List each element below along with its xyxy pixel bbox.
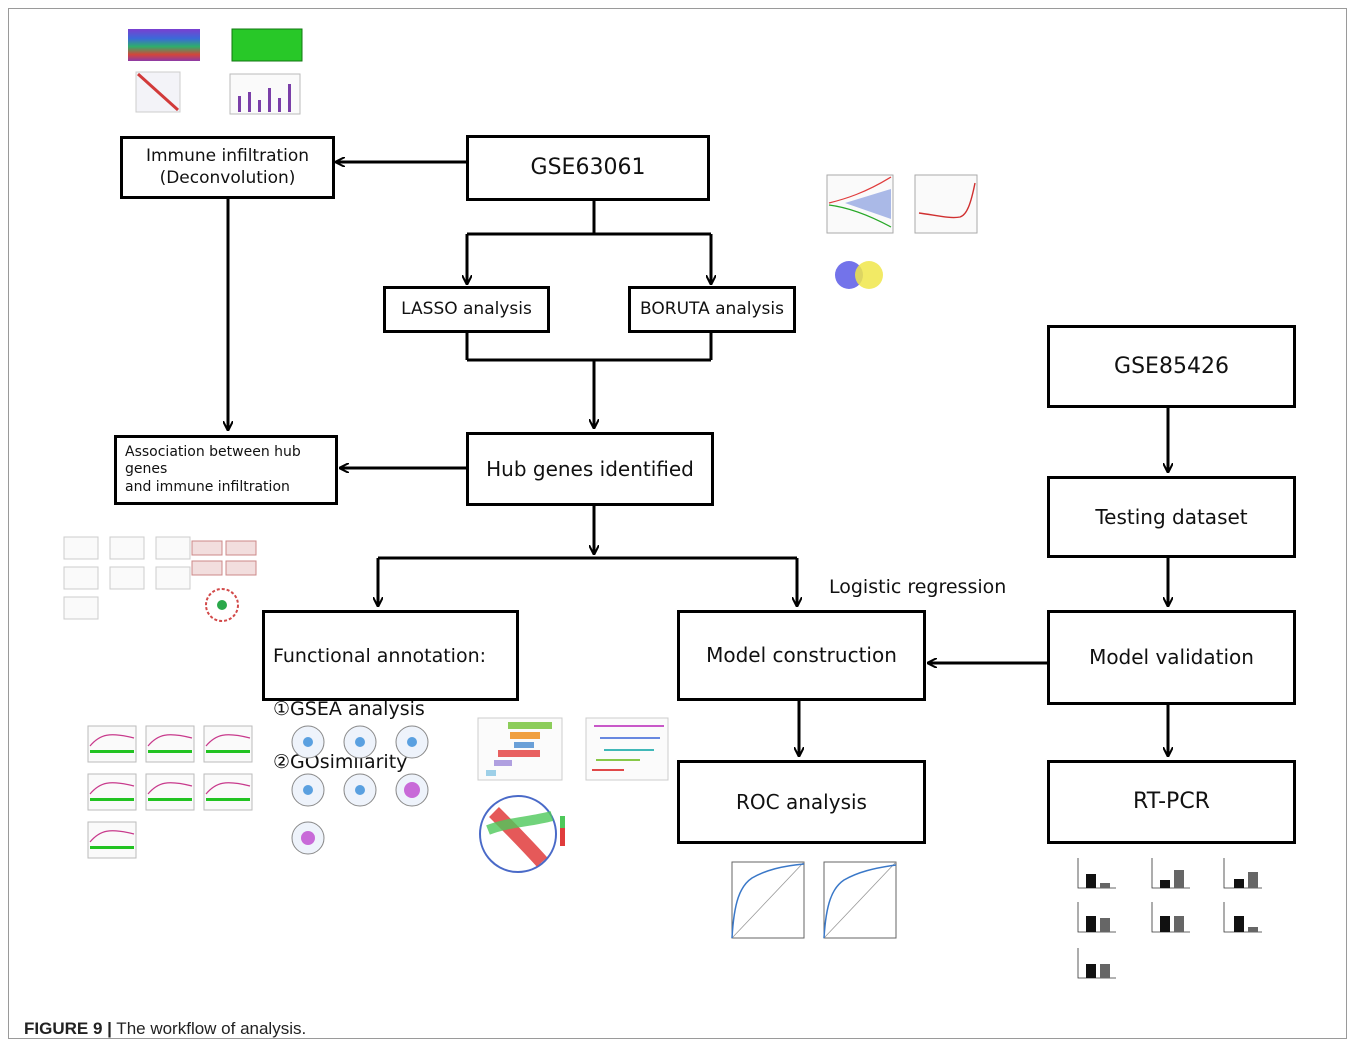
- thumbnail-gosimilarity-circles: [291, 725, 429, 855]
- node-model-validation-label: Model validation: [1089, 645, 1254, 669]
- node-roc-analysis: ROC analysis: [677, 760, 926, 844]
- functional-title: Functional annotation:: [273, 644, 487, 667]
- thumbnail-lasso-boruta: [826, 174, 978, 289]
- node-testing-label: Testing dataset: [1095, 504, 1248, 529]
- node-gse63061: GSE63061: [466, 135, 710, 201]
- node-boruta: BORUTA analysis: [628, 286, 796, 333]
- node-immune-infiltration: Immune infiltration (Deconvolution): [120, 136, 335, 199]
- thumbnail-rtpcr-bars: [1077, 858, 1262, 979]
- figure-caption-text: The workflow of analysis.: [111, 1019, 307, 1038]
- node-model-validation: Model validation: [1047, 610, 1296, 705]
- functional-item-gsea: ①GSEA analysis: [273, 697, 425, 720]
- node-lasso-label: LASSO analysis: [401, 298, 532, 319]
- node-gse63061-label: GSE63061: [530, 155, 646, 181]
- node-rt-pcr: RT-PCR: [1047, 760, 1296, 844]
- node-immune-label: Immune infiltration (Deconvolution): [145, 146, 310, 188]
- node-functional-annotation: Functional annotation: ①GSEA analysis ②G…: [262, 610, 519, 773]
- node-testing-dataset: Testing dataset: [1047, 476, 1296, 558]
- figure-frame: [8, 8, 1347, 1039]
- node-roc-label: ROC analysis: [736, 789, 867, 814]
- node-model-construction: Model construction: [677, 610, 926, 701]
- node-boruta-label: BORUTA analysis: [640, 298, 784, 319]
- figure-caption: FIGURE 9 | The workflow of analysis.: [24, 1019, 306, 1039]
- node-gse85426: GSE85426: [1047, 325, 1296, 408]
- node-hub-genes: Hub genes identified: [466, 432, 714, 506]
- node-lasso: LASSO analysis: [383, 286, 550, 333]
- node-association: Association between hub genes and immune…: [114, 435, 338, 505]
- thumbnail-roc-curves: [731, 861, 897, 939]
- node-rtpcr-label: RT-PCR: [1133, 789, 1210, 815]
- thumbnail-immune-heatmaps: [128, 28, 303, 115]
- figure-caption-label: FIGURE 9 |: [24, 1019, 112, 1038]
- thumbnail-gsea-panels: [87, 725, 253, 859]
- thumbnail-association-plots: [63, 536, 257, 622]
- node-model-construction-label: Model construction: [706, 643, 897, 667]
- thumbnail-go-bar-chord: [477, 717, 669, 873]
- node-hub-label: Hub genes identified: [486, 456, 694, 481]
- node-association-label: Association between hub genes and immune…: [125, 443, 301, 495]
- node-gse85426-label: GSE85426: [1114, 353, 1229, 379]
- edge-label-logistic-regression: Logistic regression: [829, 576, 1007, 598]
